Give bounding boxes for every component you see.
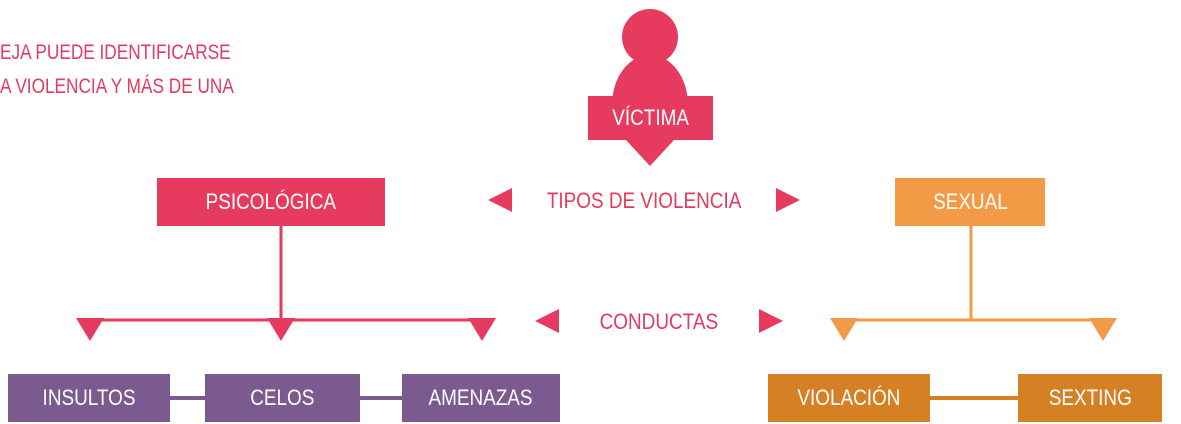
behavior-insultos-box: INSULTOS xyxy=(8,374,170,422)
insultos-arrow xyxy=(76,318,104,341)
behaviors-right-arrow xyxy=(759,309,783,333)
celos-arrow xyxy=(267,318,295,341)
type-sexual-box: SEXUAL xyxy=(895,178,1045,226)
intro-line-1: EJA PUEDE IDENTIFICARSE xyxy=(0,41,231,64)
person-head xyxy=(622,9,678,65)
behavior-sexting-box: SEXTING xyxy=(1018,374,1162,422)
behavior-amenazas-box: AMENAZAS xyxy=(402,374,560,422)
type-psychological-label: PSICOLÓGICA xyxy=(205,189,337,214)
behaviors-left-arrow xyxy=(535,309,559,333)
victim-box: VÍCTIMA xyxy=(588,96,713,140)
intro-text: EJA PUEDE IDENTIFICARSE A VIOLENCIA Y MÁ… xyxy=(0,36,234,104)
amenazas-arrow xyxy=(468,318,496,341)
behavior-violacion-label: VIOLACIÓN xyxy=(797,385,901,410)
type-sexual-label: SEXUAL xyxy=(932,189,1008,214)
behavior-violacion-box: VIOLACIÓN xyxy=(768,374,930,422)
victim-label: VÍCTIMA xyxy=(612,105,689,130)
behaviors-label: CONDUCTAS xyxy=(599,309,719,334)
behavior-sexting-label: SEXTING xyxy=(1048,385,1132,410)
behaviors-heading: CONDUCTAS xyxy=(566,303,752,341)
type-psychological-box: PSICOLÓGICA xyxy=(157,178,385,226)
person-icon xyxy=(612,9,688,105)
types-left-arrow xyxy=(488,188,512,212)
intro-line-2: A VIOLENCIA Y MÁS DE UNA xyxy=(0,75,234,98)
types-heading: TIPOS DE VIOLENCIA xyxy=(522,182,766,220)
types-right-arrow xyxy=(776,188,800,212)
person-body xyxy=(612,55,688,105)
behavior-insultos-label: INSULTOS xyxy=(42,385,136,410)
behavior-celos-label: CELOS xyxy=(250,385,315,410)
types-label: TIPOS DE VIOLENCIA xyxy=(546,188,742,213)
sexting-arrow xyxy=(1089,318,1117,341)
victim-pointer xyxy=(626,140,674,166)
behavior-amenazas-label: AMENAZAS xyxy=(428,385,534,410)
violacion-arrow xyxy=(830,318,858,341)
behavior-celos-box: CELOS xyxy=(205,374,360,422)
